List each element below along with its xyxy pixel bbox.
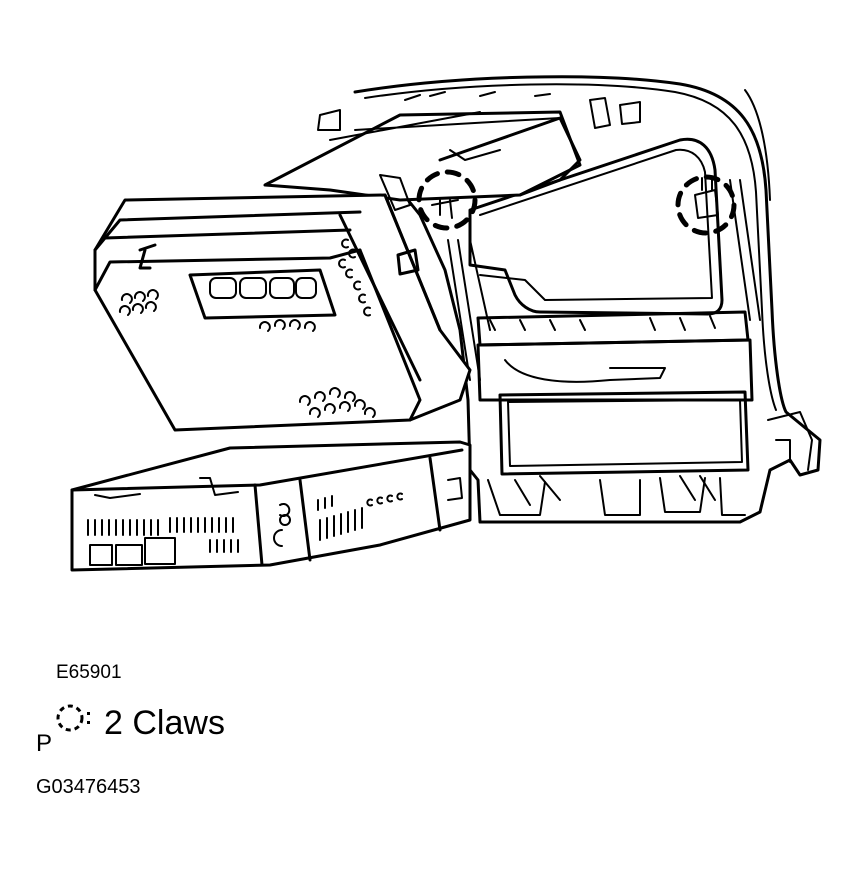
dashed-circle-icon bbox=[54, 698, 94, 738]
exploded-view-illustration bbox=[70, 75, 822, 572]
radio-receiver bbox=[70, 440, 472, 572]
upper-bracket bbox=[263, 91, 641, 211]
figure-code: E65901 bbox=[56, 662, 122, 683]
center-cluster-panel bbox=[353, 75, 822, 524]
document-code: G03476453 bbox=[36, 776, 141, 798]
navigation-receiver bbox=[93, 193, 472, 432]
legend-text: 2 Claws bbox=[104, 704, 225, 742]
claw-callout-right bbox=[675, 174, 737, 236]
claw-legend: P 2 Claws bbox=[36, 702, 225, 756]
legend-prefix: P bbox=[36, 730, 53, 757]
claw-callout-left bbox=[416, 169, 478, 231]
